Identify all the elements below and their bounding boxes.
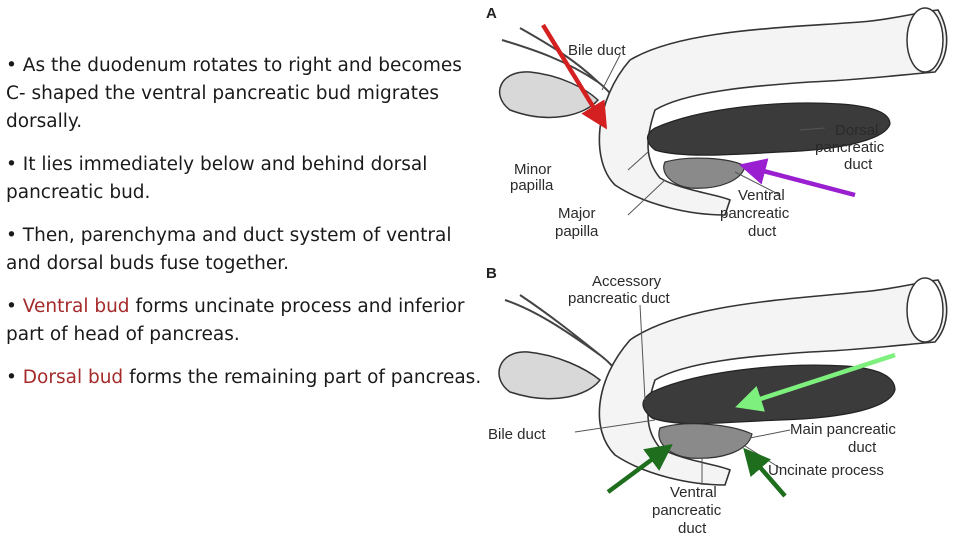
label-main-duct-2: duct [848, 439, 877, 456]
dark-green-arrow-right [743, 447, 787, 498]
panel-a: A Bile duct Dorsal pancreatic duct Minor… [486, 5, 948, 240]
panel-b-letter: B [486, 265, 497, 282]
label-ventral-duct-a-1: Ventral [738, 187, 785, 204]
label-accessory-duct-2: pancreatic duct [568, 290, 671, 307]
label-ventral-duct-a-3: duct [748, 223, 777, 240]
dorsal-pancreas-a [646, 102, 891, 156]
bullet-3: • Then, parenchyma and duct system of ve… [6, 222, 486, 278]
stomach-opening-b [906, 277, 944, 343]
uncinate-process-shape [658, 423, 753, 459]
label-ventral-duct-b-3: duct [678, 520, 707, 537]
ventral-pancreas-a [663, 157, 746, 189]
label-minor-papilla-a-1: Minor [514, 161, 552, 178]
leader-lines-b [574, 304, 791, 485]
bullet-text: forms the remaining part of pancreas. [123, 367, 482, 388]
panel-b: B Accessory pancreatic duct Bile duct Ma… [486, 265, 948, 537]
bullet-highlight: Dorsal bud [22, 367, 124, 388]
bullet-marker: • [6, 296, 23, 317]
label-bile-duct-b: Bile duct [488, 426, 546, 443]
label-accessory-duct-1: Accessory [592, 273, 662, 290]
label-ventral-duct-b-1: Ventral [670, 484, 717, 501]
label-major-papilla-a-1: Major [558, 205, 596, 222]
bullet-text: Then, parenchyma and duct system of vent… [6, 225, 452, 274]
bullet-marker: • [6, 225, 23, 246]
label-uncinate-process: Uncinate process [768, 462, 884, 479]
light-green-arrow [735, 352, 896, 412]
bullet-marker: • [6, 55, 23, 76]
purple-arrow [738, 158, 856, 198]
bullet-marker: • [6, 154, 23, 175]
bullet-text: forms uncinate process and inferior part… [6, 296, 465, 345]
bullet-text: As the duodenum rotates to right and bec… [6, 55, 462, 132]
label-ventral-duct-b-2: pancreatic [652, 502, 722, 519]
pancreas-development-figure: A Bile duct Dorsal pancreatic duct Minor… [480, 0, 960, 540]
label-dorsal-duct-a-1: Dorsal [835, 122, 878, 139]
stomach-opening-a [906, 7, 944, 73]
label-bile-duct-a: Bile duct [568, 42, 626, 59]
text-panel: • As the duodenum rotates to right and b… [6, 52, 486, 407]
label-minor-papilla-a-2: papilla [510, 177, 554, 194]
label-main-duct-1: Main pancreatic [790, 421, 896, 438]
label-dorsal-duct-a-3: duct [844, 156, 873, 173]
label-ventral-duct-a-2: pancreatic [720, 205, 790, 222]
bullet-2: • It lies immediately below and behind d… [6, 151, 486, 207]
bullet-1: • As the duodenum rotates to right and b… [6, 52, 486, 136]
pancreas-diagram: A Bile duct Dorsal pancreatic duct Minor… [486, 5, 948, 537]
leader-lines-a [601, 54, 826, 216]
gallbladder-a [499, 71, 600, 119]
bullet-4: • Ventral bud forms uncinate process and… [6, 293, 486, 349]
bullet-5: • Dorsal bud forms the remaining part of… [6, 364, 486, 392]
bullet-text: It lies immediately below and behind dor… [6, 154, 428, 203]
bullet-marker: • [6, 367, 23, 388]
gallbladder-b [498, 351, 602, 400]
panel-a-letter: A [486, 5, 497, 22]
label-major-papilla-a-2: papilla [555, 223, 599, 240]
duodenum-b [598, 279, 948, 486]
duodenum-a [598, 9, 948, 216]
label-dorsal-duct-a-2: pancreatic [815, 139, 885, 156]
red-arrow [541, 23, 608, 130]
bullet-highlight: Ventral bud [22, 296, 130, 317]
dark-green-arrow-left [606, 443, 673, 494]
